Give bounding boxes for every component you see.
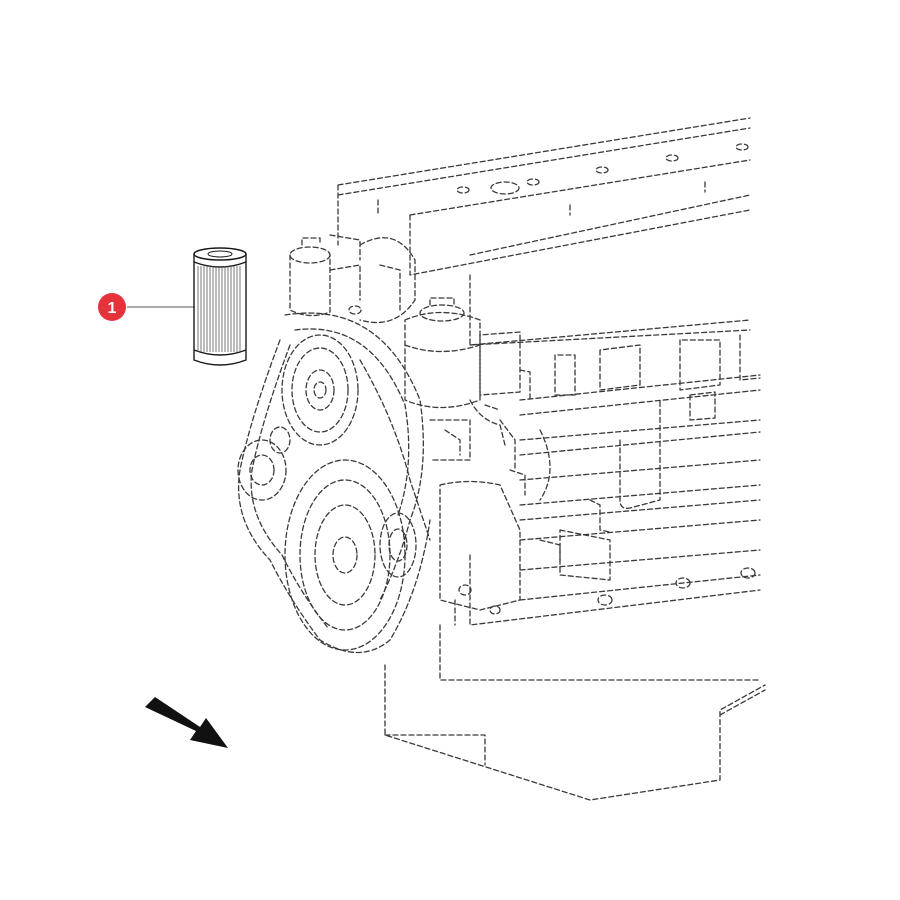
engine-block (237, 117, 766, 801)
callout-1[interactable]: 1 (98, 293, 126, 321)
filter-cartridge (193, 247, 247, 366)
front-direction-arrow-icon (145, 697, 228, 748)
callout-badge (98, 293, 126, 321)
callout-number: 1 (108, 300, 117, 317)
